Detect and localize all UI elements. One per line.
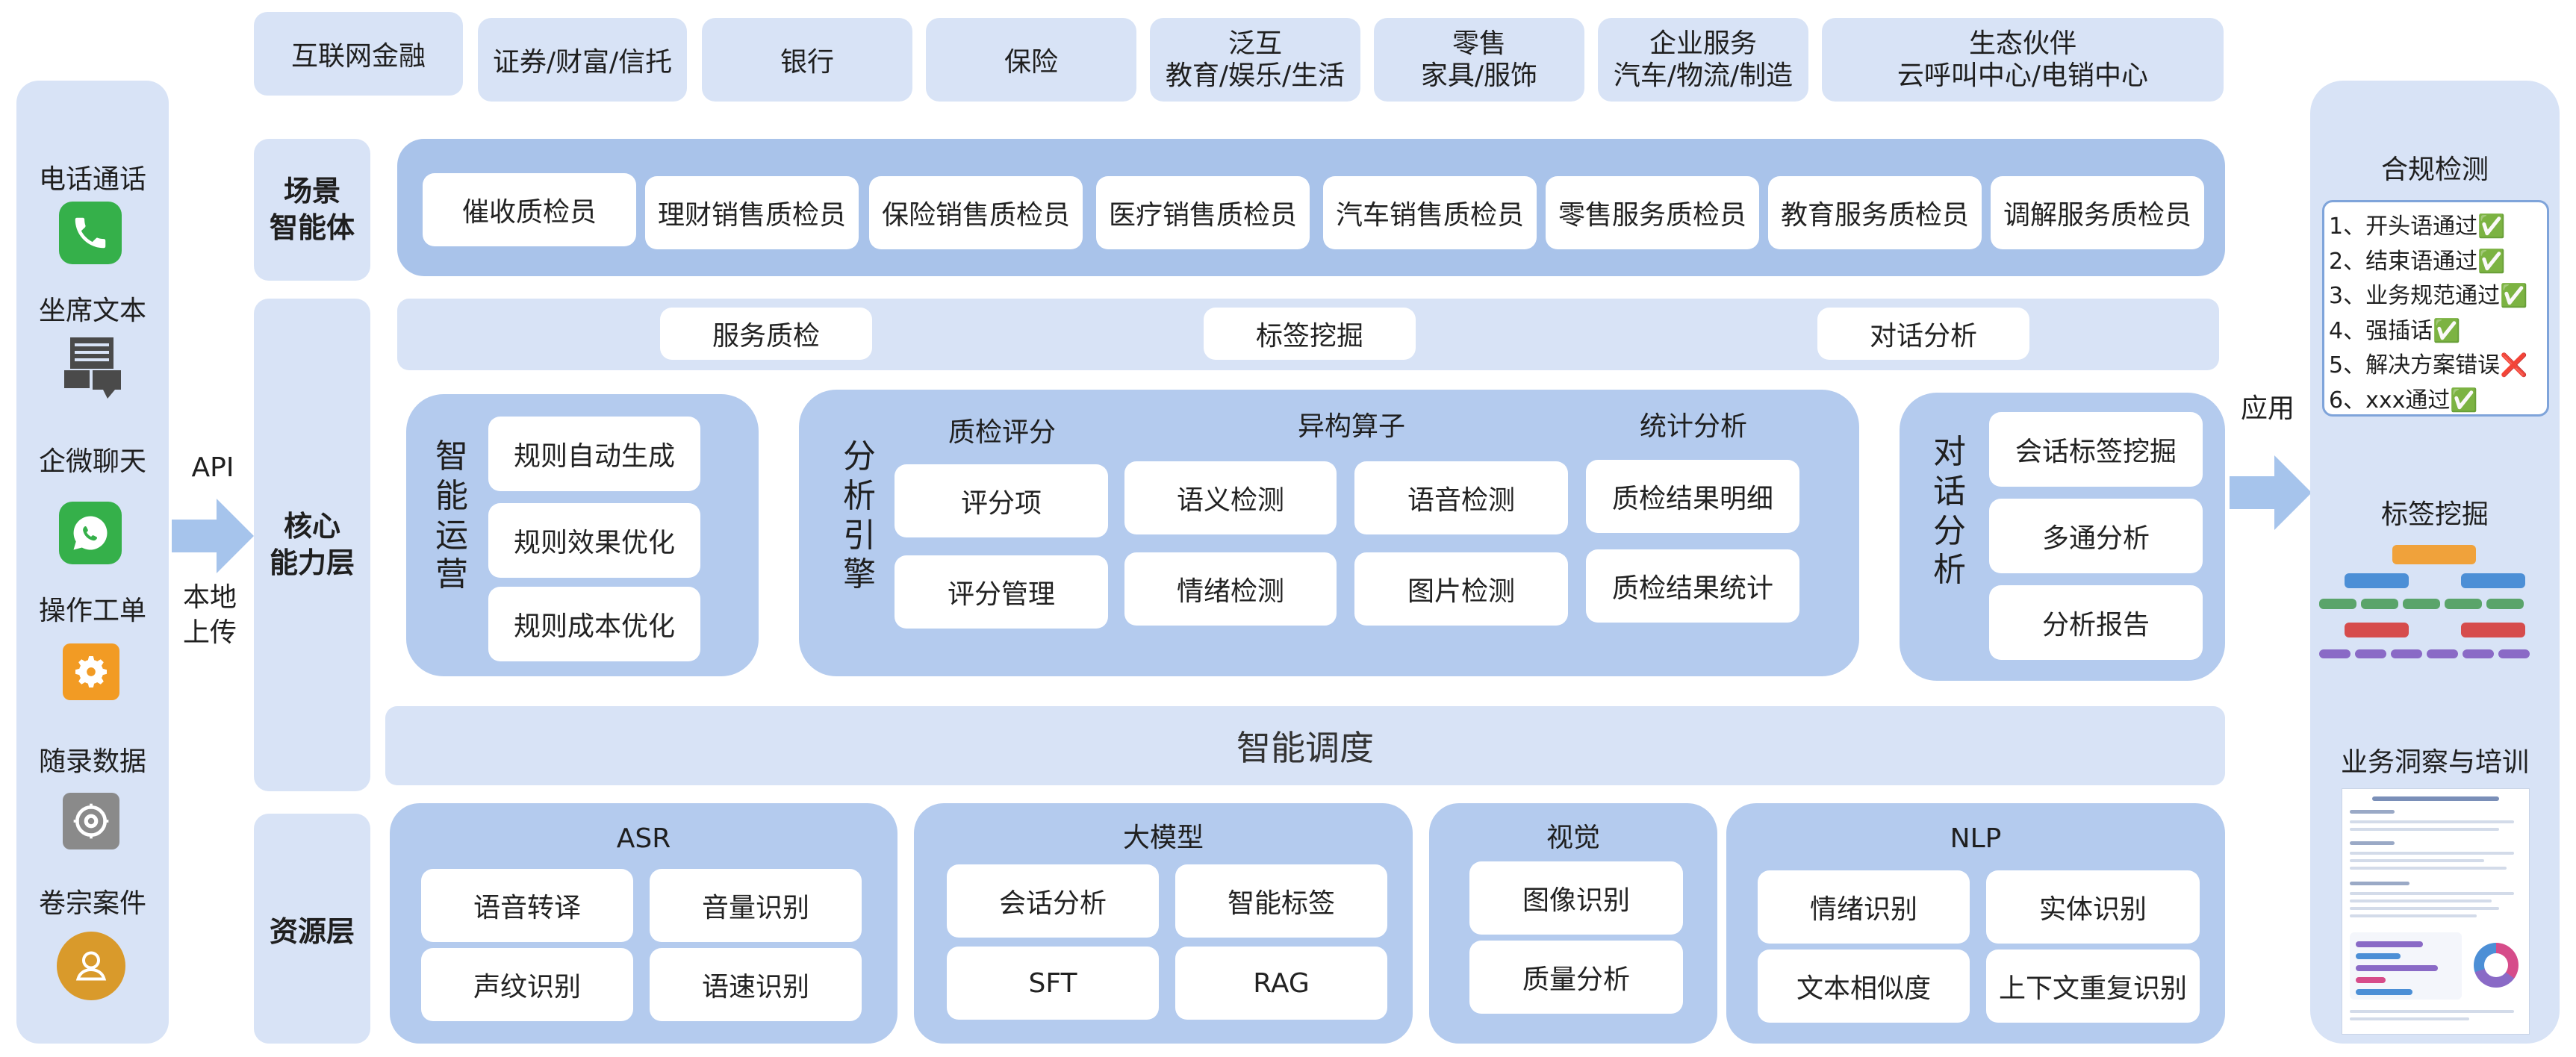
gear-icon [63,643,119,700]
engine-score-item: 评分项 [895,464,1108,537]
engine-hetero-header: 异构算子 [1297,411,1405,442]
nlp-item: 情绪识别 [1758,870,1970,944]
scene-agent: 医疗销售质检员 [1096,176,1310,249]
engine-semantic-detect: 语义检测 [1124,461,1337,534]
industry-securities: 证券/财富/信托 [478,18,687,102]
industry-insurance: 保险 [926,18,1136,102]
scene-agent: 教育服务质检员 [1768,176,1982,249]
nlp-item: 文本相似度 [1758,950,1970,1023]
smart-ops-title: 智 能 运 营 [435,437,468,594]
asr-item: 声纹识别 [421,948,633,1021]
industry-bank: 银行 [702,18,912,102]
llm-item: 智能标签 [1175,864,1387,938]
core-service-qc: 服务质检 [660,308,872,360]
dialog-multi-call: 多通分析 [1989,499,2203,573]
source-label-phone: 电话通话 [38,164,146,195]
phone-icon [59,202,122,264]
engine-qc-detail: 质检结果明细 [1586,460,1799,533]
engine-title: 分 析 引 擎 [843,437,876,594]
asr-item: 语速识别 [650,948,862,1021]
scene-agent: 催收质检员 [423,173,636,246]
source-label-ticket: 操作工单 [38,596,146,626]
industry-partners: 生态伙伴 云呼叫中心/电销中心 [1822,18,2224,102]
smart-ops-item: 规则成本优化 [488,587,700,661]
asr-title: ASR [616,823,671,854]
source-label-text: 坐席文本 [38,296,146,326]
scene-agent: 理财销售质检员 [645,176,859,249]
apply-label: 应用 [2240,393,2295,424]
smart-ops-item: 规则自动生成 [488,417,700,491]
asr-item: 语音转译 [421,869,633,942]
layer-label-core: 核心 能力层 [254,299,370,791]
tag-mining-thumbnail [2315,542,2555,676]
settings-icon [63,793,119,849]
api-label: API [191,452,234,483]
llm-item: RAG [1175,947,1387,1020]
core-tag-mining: 标签挖掘 [1204,308,1416,360]
insight-report-thumbnail [2342,788,2530,1035]
wechat-icon [59,502,122,564]
dialog-title: 对 话 分 析 [1933,433,1966,590]
core-dialog-analysis: 对话分析 [1817,308,2029,360]
compliance-checklist: 1、开头语通过✅ 2、结束语通过✅ 3、业务规范通过✅ 4、强插话✅ 5、解决方… [2322,200,2549,417]
vision-item: 图像识别 [1469,861,1683,935]
check-item: 3、业务规范通过✅ [2329,283,2528,309]
check-item: 2、结束语通过✅ [2329,248,2506,275]
industry-retail: 零售 家具/服饰 [1374,18,1584,102]
check-item: 6、xxx通过✅ [2329,387,2478,414]
engine-stats-header: 统计分析 [1639,411,1747,442]
scene-agent: 调解服务质检员 [1991,176,2204,249]
llm-item: 会话分析 [947,864,1159,938]
insight-title: 业务洞察与培训 [2340,747,2529,778]
engine-emotion-detect: 情绪检测 [1124,552,1337,626]
layer-label-scene: 场景 智能体 [254,139,370,281]
check-item: 1、开头语通过✅ [2329,213,2506,240]
scene-agent: 保险销售质检员 [869,176,1083,249]
source-label-wechat: 企微聊天 [38,446,146,477]
api-arrow [172,499,254,573]
upload-label: 本地 上传 [182,582,237,648]
dialog-tag-mining: 会话标签挖掘 [1989,412,2203,487]
asr-item: 音量识别 [650,869,862,942]
industry-internet-finance: 互联网金融 [254,12,463,96]
tag-mining-title: 标签挖掘 [2380,499,2489,530]
engine-score-manage: 评分管理 [895,555,1108,629]
dialog-report: 分析报告 [1989,585,2203,660]
layer-label-resource: 资源层 [254,814,370,1044]
smart-ops-item: 规则效果优化 [488,503,700,578]
engine-image-detect: 图片检测 [1354,552,1568,626]
engine-voice-detect: 语音检测 [1354,461,1568,534]
llm-item: SFT [947,947,1159,1020]
nlp-item: 上下文重复识别 [1986,950,2200,1023]
scene-agent: 零售服务质检员 [1546,176,1759,249]
engine-qc-stats: 质检结果统计 [1586,549,1799,623]
apply-arrow [2230,455,2312,530]
check-item: 4、强插话✅ [2329,317,2461,344]
source-label-recording: 随录数据 [38,746,146,777]
industry-enterprise: 企业服务 汽车/物流/制造 [1598,18,1808,102]
engine-scoring-header: 质检评分 [948,417,1056,448]
compliance-title: 合规检测 [2380,155,2489,185]
nlp-item: 实体识别 [1986,870,2200,944]
message-icon [61,336,124,400]
scene-agent: 汽车销售质检员 [1323,176,1537,249]
check-item: 5、解决方案错误❌ [2329,352,2528,378]
industry-pan-internet: 泛互 教育/娱乐/生活 [1150,18,1360,102]
llm-title: 大模型 [1122,823,1204,853]
user-icon [57,932,125,1000]
nlp-title: NLP [1950,823,2002,854]
source-label-case: 卷宗案件 [38,888,146,919]
vision-item: 质量分析 [1469,941,1683,1014]
smart-dispatch-bar: 智能调度 [385,706,2225,785]
vision-title: 视觉 [1546,823,1600,853]
